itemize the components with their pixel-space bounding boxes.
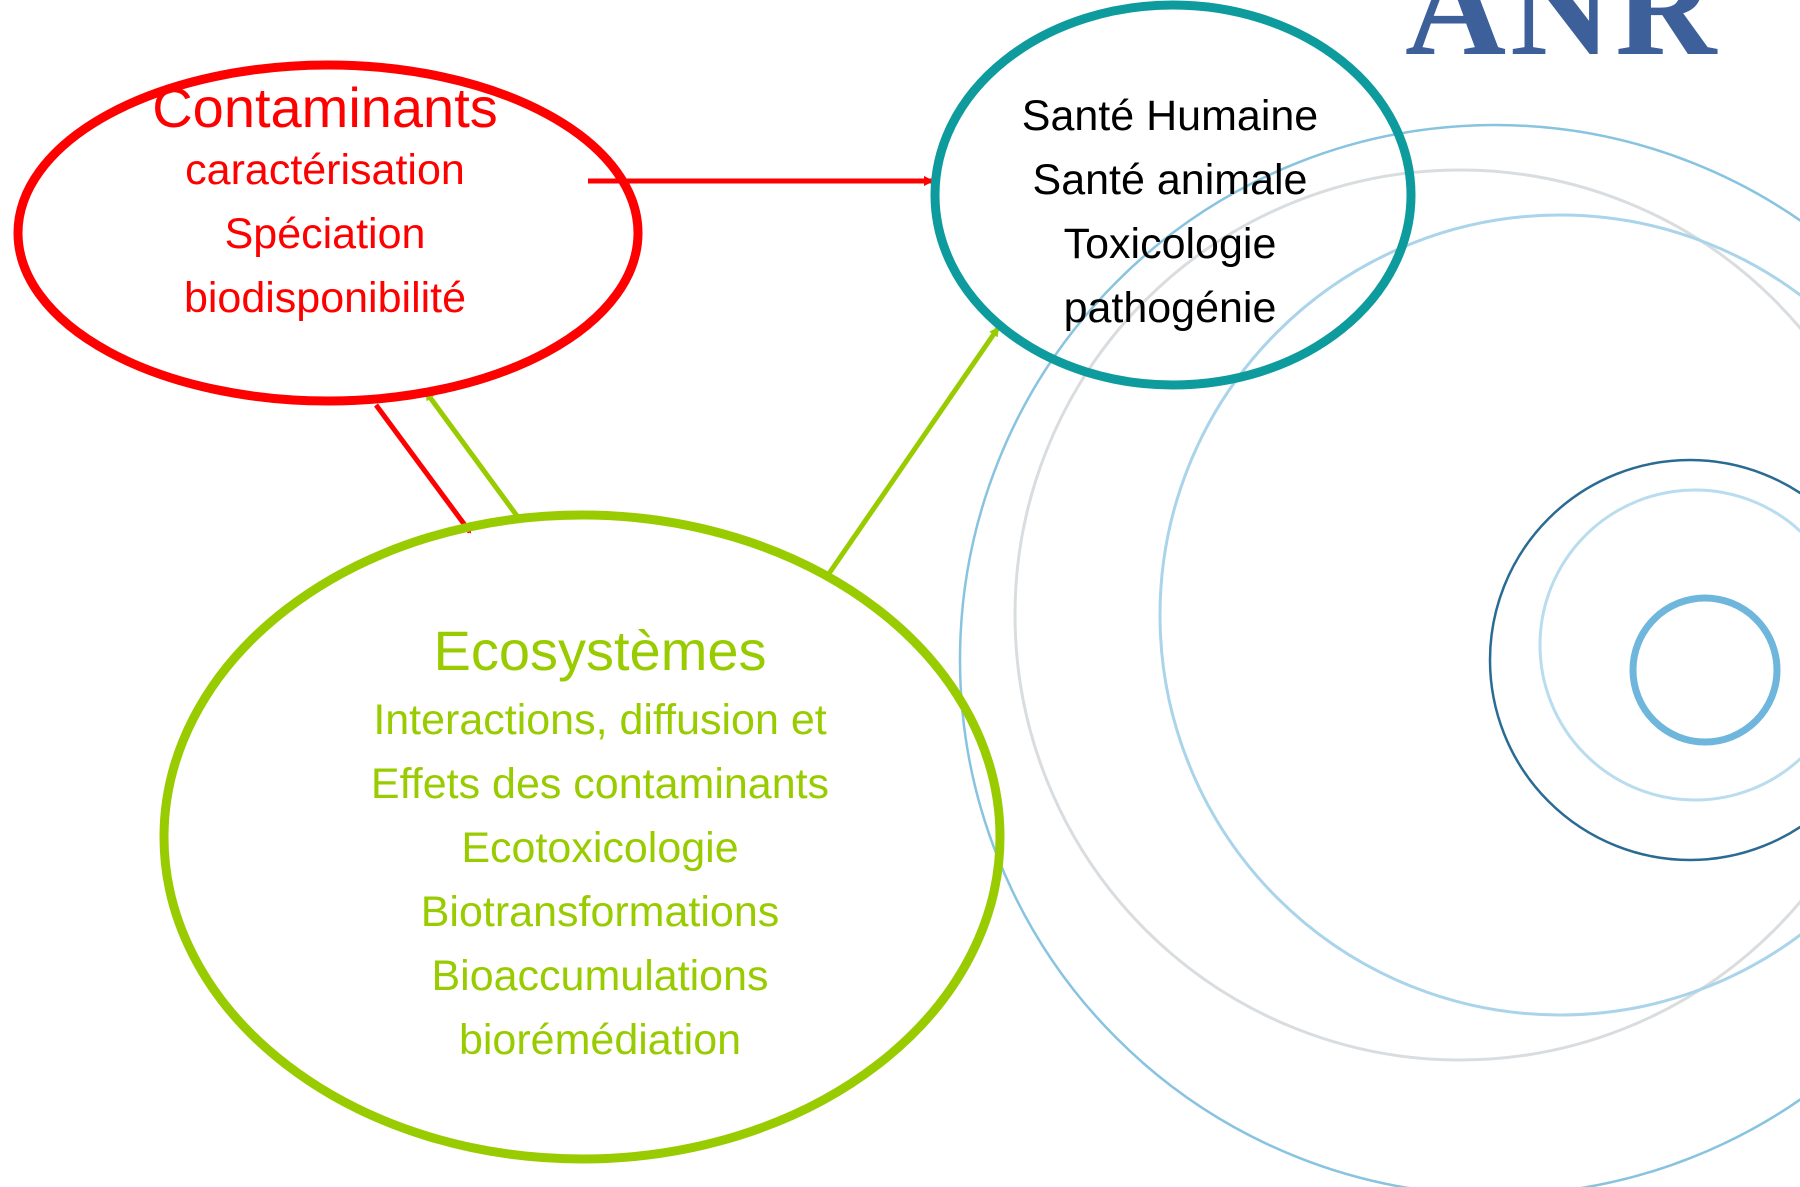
node-ecosystemes-title: Ecosystèmes	[433, 619, 767, 682]
node-contaminants-border	[13, 60, 643, 406]
node-ecosystemes-line: Biotransformations	[420, 888, 780, 936]
anr-logo: ANR	[1405, 0, 1721, 85]
node-ecosystemes-line: Ecotoxicologie	[461, 824, 739, 872]
node-ecosystemes: Ecosystèmes Interactions, diffusion et E…	[285, 614, 915, 1072]
ring-small-dark	[1488, 458, 1800, 862]
edge-ecosystemes-to-contaminants	[423, 390, 523, 522]
node-ecosystemes-border	[159, 510, 1005, 1164]
ring-mid-blue	[1158, 213, 1800, 1017]
node-sante-line: Toxicologie	[1063, 220, 1277, 268]
ring-small-light	[1538, 488, 1800, 802]
edges	[373, 176, 1001, 577]
node-sante-line: Santé animale	[1032, 156, 1308, 204]
ring-large-blue	[958, 123, 1800, 1187]
ring-tiny-blue	[1629, 594, 1781, 746]
node-ecosystemes-line: Bioaccumulations	[431, 952, 769, 1000]
node-ecosystemes-line: biorémédiation	[458, 1016, 742, 1064]
edge-contaminants-to-ecosystemes	[373, 403, 473, 534]
ring-large-gray	[1013, 168, 1800, 1062]
node-contaminants-title: Contaminants	[152, 76, 498, 139]
node-sante-line: Santé Humaine	[1021, 92, 1319, 140]
node-sante: Santé Humaine Santé animale Toxicologie …	[975, 84, 1365, 340]
node-contaminants-line: Spéciation	[224, 210, 426, 258]
node-contaminants: Contaminants caractérisation Spéciation …	[110, 78, 540, 330]
node-sante-border	[930, 0, 1416, 390]
edge-ecosystemes-to-sante	[825, 326, 1001, 577]
node-ecosystemes-line: Interactions, diffusion et	[373, 696, 827, 744]
nodes	[13, 0, 1416, 1164]
decorative-rings	[958, 123, 1800, 1187]
node-contaminants-line: caractérisation	[185, 146, 465, 194]
node-sante-line: pathogénie	[1063, 284, 1277, 332]
node-contaminants-line: biodisponibilité	[183, 274, 467, 322]
node-ecosystemes-line: Effets des contaminants	[370, 760, 830, 808]
